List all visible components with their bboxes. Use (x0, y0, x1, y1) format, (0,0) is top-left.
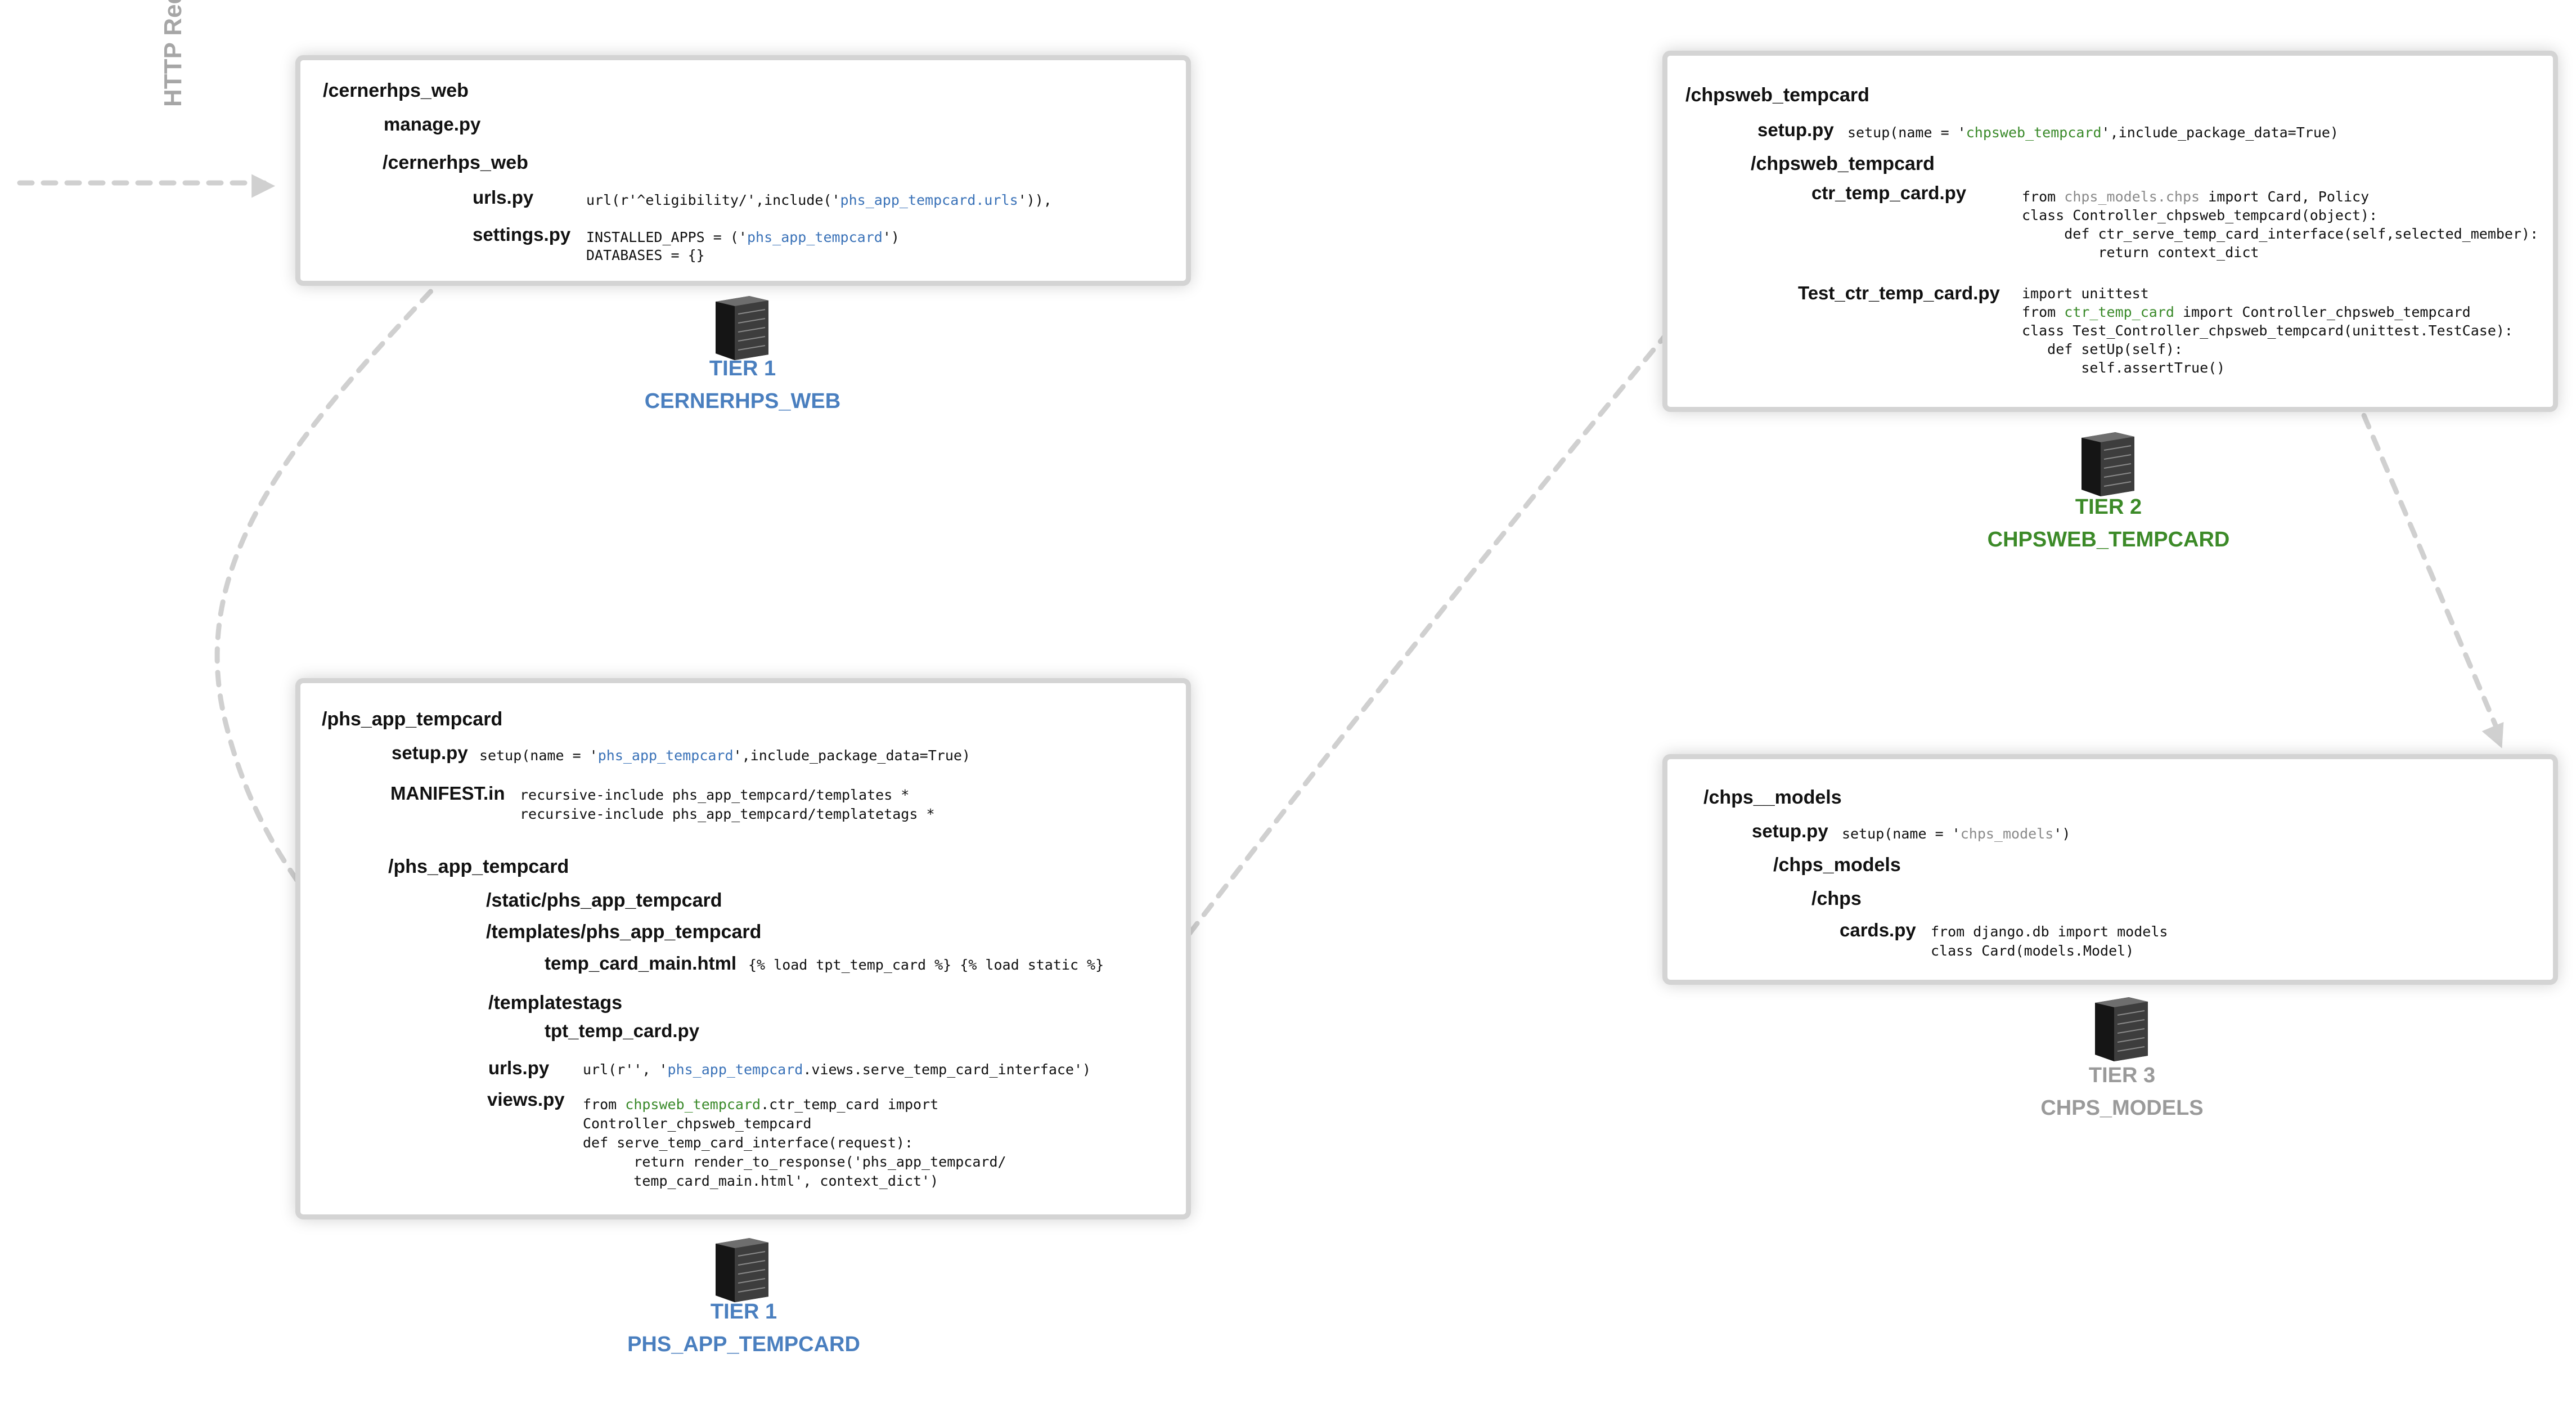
server-icon (2082, 432, 2134, 496)
code-ctr-1: from chps_models.chps import Card, Polic… (2022, 189, 2370, 205)
code-setup: setup(name = 'chps_models') (1842, 826, 2071, 842)
code-cards-1: from django.db import models (1931, 923, 2168, 940)
server-icon (716, 1238, 768, 1302)
dir-static: /static/phs_app_tempcard (486, 890, 722, 911)
code-test-1: import unittest (2022, 285, 2149, 302)
dir-templatetags: /templatestags (488, 992, 623, 1014)
code-cards-2: class Card(models.Model) (1931, 943, 2134, 959)
code-setup: setup(name = 'chpsweb_tempcard',include_… (1847, 124, 2339, 141)
dir-root: /cernerhps_web (323, 80, 469, 101)
code-views-3: def serve_temp_card_interface(request): (583, 1135, 913, 1151)
dir-package: /cernerhps_web (383, 152, 528, 173)
code-test-5: self.assertTrue() (2022, 360, 2226, 376)
dir-package: /chpsweb_tempcard (1751, 153, 1935, 174)
file-urls-py: urls.py (473, 187, 534, 208)
file-views-py: views.py (487, 1089, 565, 1110)
file-cards-py: cards.py (1840, 920, 1916, 940)
code-manifest-1: recursive-include phs_app_tempcard/templ… (520, 787, 910, 803)
code-settings-2: DATABASES = {} (586, 247, 705, 263)
code-test-2: from ctr_temp_card import Controller_chp… (2022, 304, 2471, 320)
code-urls: url(r'^eligibility/',include('phs_app_te… (586, 192, 1052, 208)
file-ctr-temp-card-py: ctr_temp_card.py (1811, 182, 1967, 203)
file-manage-py: manage.py (384, 114, 481, 134)
cernerhps-web-panel: /cernerhps_web manage.py /cernerhps_web … (295, 55, 1191, 286)
code-manifest-2: recursive-include phs_app_tempcard/templ… (520, 806, 935, 822)
code-test-3: class Test_Controller_chpsweb_tempcard(u… (2022, 322, 2513, 339)
code-ctr-4: return context_dict (2022, 244, 2259, 261)
code-ctr-3: def ctr_serve_temp_card_interface(self,s… (2022, 226, 2539, 242)
dir-chps: /chps (1811, 888, 1862, 909)
file-setup-py: setup.py (1752, 820, 1828, 841)
code-views-4: return render_to_response('phs_app_tempc… (583, 1154, 1006, 1170)
file-urls-py: urls.py (488, 1057, 550, 1078)
server-icon (716, 296, 768, 360)
chps-models-panel: /chps__models setup.py setup(name = 'chp… (1662, 754, 2558, 985)
dir-package: /chps_models (1773, 854, 1901, 876)
file-tpt-temp-card-py: tpt_temp_card.py (545, 1020, 700, 1041)
code-settings-1: INSTALLED_APPS = ('phs_app_tempcard') (586, 229, 900, 245)
code-template: {% load tpt_temp_card %} {% load static … (748, 957, 1104, 973)
dir-package: /phs_app_tempcard (388, 856, 569, 877)
code-views-5: temp_card_main.html', context_dict') (583, 1173, 939, 1189)
code-test-4: def setUp(self): (2022, 341, 2183, 357)
dir-templates: /templates/phs_app_tempcard (486, 921, 762, 943)
file-setup-py: setup.py (1757, 119, 1834, 140)
dir-root: /phs_app_tempcard (322, 708, 503, 730)
server-icon (2095, 997, 2148, 1061)
dir-root: /chpsweb_tempcard (1685, 84, 1869, 106)
file-settings-py: settings.py (473, 224, 571, 245)
phs-app-tempcard-panel: /phs_app_tempcard setup.py setup(name = … (295, 678, 1191, 1219)
code-views-1: from chpsweb_tempcard.ctr_temp_card impo… (583, 1096, 939, 1113)
code-setup: setup(name = 'phs_app_tempcard',include_… (479, 747, 970, 764)
file-test-ctr-temp-card-py: Test_ctr_temp_card.py (1798, 282, 2000, 303)
file-temp-card-main-html: temp_card_main.html (545, 953, 737, 974)
file-manifest-in: MANIFEST.in (390, 783, 505, 804)
http-request-label: HTTP Request (159, 0, 187, 107)
chpsweb-tempcard-panel: /chpsweb_tempcard setup.py setup(name = … (1662, 51, 2558, 412)
code-urls: url(r'', 'phs_app_tempcard.views.serve_t… (583, 1061, 1091, 1078)
dir-root: /chps__models (1703, 787, 1842, 808)
file-setup-py: setup.py (392, 742, 468, 763)
code-ctr-2: class Controller_chpsweb_tempcard(object… (2022, 207, 2378, 223)
code-views-2: Controller_chpsweb_tempcard (583, 1115, 812, 1132)
